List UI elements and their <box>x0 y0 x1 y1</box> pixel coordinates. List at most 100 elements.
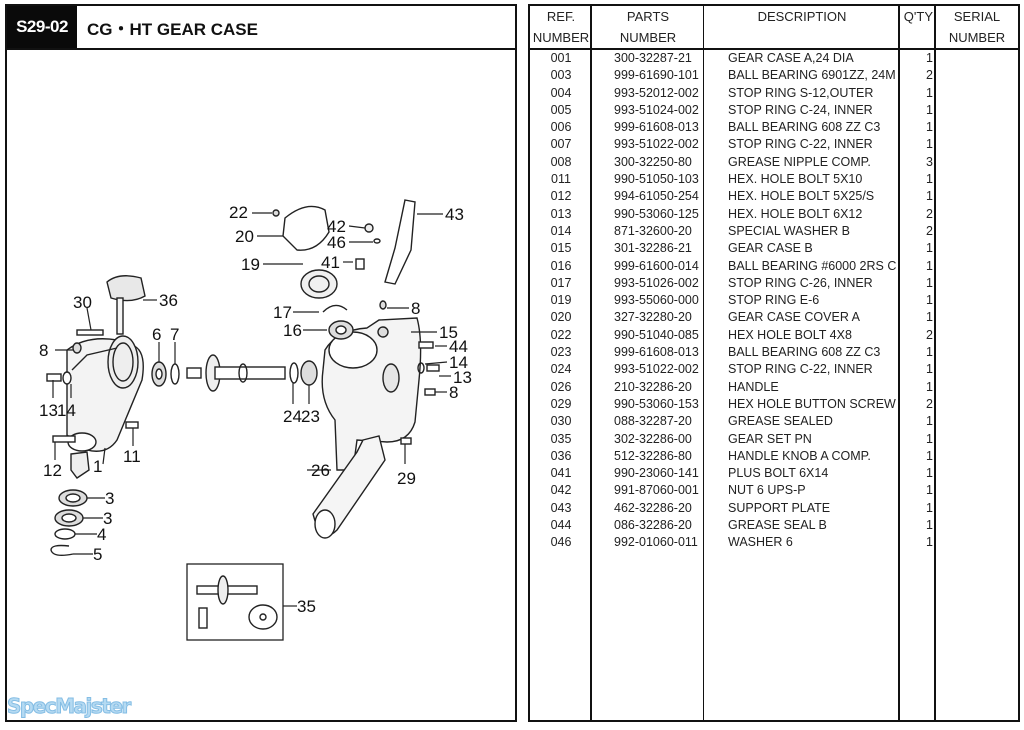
description-cell: SPECIAL WASHER B <box>728 223 851 238</box>
table-row: 017 993-51026-002 STOP RING C-26, INNER 1 <box>530 275 1018 292</box>
description-cell: GREASE NIPPLE COMP. <box>728 154 871 169</box>
qty-cell: 1 <box>926 535 933 550</box>
header-ref-line2: NUMBER <box>532 30 590 45</box>
parts-number-cell: 993-55060-000 <box>614 293 699 308</box>
callout-label: 8 <box>39 341 48 360</box>
ref-cell: 023 <box>550 345 572 360</box>
parts-number-cell: 300-32287-21 <box>614 51 692 65</box>
ref-cell: 022 <box>550 327 572 342</box>
qty-cell: 1 <box>926 448 933 463</box>
ref-cell: 001 <box>550 51 572 65</box>
ref-cell: 012 <box>550 189 572 204</box>
header-parts-number: PARTS NUMBER <box>592 6 704 48</box>
handle-drawing <box>312 435 386 539</box>
callout-label: 44 <box>449 337 468 356</box>
qty-cell: 1 <box>926 466 933 481</box>
ref-cell: 016 <box>550 258 572 273</box>
ref-cell: 007 <box>550 137 572 152</box>
parts-number-cell: 992-01060-011 <box>614 535 698 550</box>
ref-cell: 015 <box>550 241 572 256</box>
qty-cell: 1 <box>926 483 933 498</box>
qty-cell: 1 <box>926 275 933 290</box>
callout-label: 23 <box>301 407 320 426</box>
parts-number-cell: 990-23060-141 <box>614 466 699 481</box>
ref-cell: 017 <box>550 275 572 290</box>
column-qty <box>900 6 936 720</box>
callout-label: 30 <box>73 293 92 312</box>
qty-cell: 1 <box>926 85 933 100</box>
header-qty-line1: Q'TY <box>903 9 933 24</box>
qty-cell: 2 <box>926 223 933 238</box>
callout-leader-lines <box>52 212 451 607</box>
description-cell: HEX. HOLE BOLT 6X12 <box>728 206 863 221</box>
description-cell: HANDLE KNOB A COMP. <box>728 448 871 463</box>
header-serial: SERIAL NUMBER <box>936 6 1018 48</box>
callout-label: 5 <box>93 545 102 564</box>
description-cell: HEX HOLE BUTTON SCREW <box>728 396 896 411</box>
description-cell: GEAR CASE A,24 DIA <box>728 51 854 65</box>
ref-cell: 003 <box>550 68 572 83</box>
qty-cell: 1 <box>926 120 933 135</box>
parts-number-cell: 210-32286-20 <box>614 379 692 394</box>
callout-label: 22 <box>229 203 248 222</box>
qty-cell: 1 <box>926 414 933 429</box>
parts-number-cell: 994-61050-254 <box>614 189 699 204</box>
parts-number-cell: 993-51026-002 <box>614 275 699 290</box>
description-cell: HEX HOLE BOLT 4X8 <box>728 327 852 342</box>
qty-cell: 1 <box>926 189 933 204</box>
qty-cell: 1 <box>926 51 933 65</box>
description-cell: STOP RING C-22, INNER <box>728 137 873 152</box>
gear-case-a-drawing <box>66 335 144 452</box>
callout-label: 8 <box>449 383 458 402</box>
callout-label: 13 <box>453 368 472 387</box>
parts-number-cell: 301-32286-21 <box>614 241 692 256</box>
description-cell: GEAR CASE B <box>728 241 813 256</box>
parts-number-cell: 990-51050-103 <box>614 172 699 187</box>
callout-label: 41 <box>321 253 340 272</box>
ref-cell: 043 <box>550 500 572 515</box>
callout-label: 26 <box>311 461 330 480</box>
header-parts-line2: NUMBER <box>619 30 677 45</box>
callout-label: 24 <box>283 407 302 426</box>
parts-number-cell: 300-32250-80 <box>614 154 692 169</box>
qty-cell: 1 <box>926 172 933 187</box>
description-cell: STOP RING C-26, INNER <box>728 275 873 290</box>
qty-cell: 1 <box>926 518 933 533</box>
ref-cell: 044 <box>550 518 572 533</box>
parts-number-cell: 993-51024-002 <box>614 102 699 117</box>
qty-cell: 3 <box>926 154 933 169</box>
parts-number-cell: 993-52012-002 <box>614 85 699 100</box>
description-cell: SUPPORT PLATE <box>728 500 831 515</box>
title-bar: S29-02 CG・HT GEAR CASE <box>7 6 515 50</box>
callout-label: 6 <box>152 325 161 344</box>
description-cell: GREASE SEALED <box>728 414 833 429</box>
description-cell: BALL BEARING #6000 2RS C <box>728 258 897 273</box>
callout-label: 8 <box>411 299 420 318</box>
parts-number-cell: 991-87060-001 <box>614 483 699 498</box>
ref-cell: 019 <box>550 293 572 308</box>
callout-label: 46 <box>327 233 346 252</box>
callout-label: 3 <box>105 489 114 508</box>
callout-label: 36 <box>159 291 178 310</box>
callout-label: 35 <box>297 597 316 616</box>
column-parts-number <box>592 6 704 720</box>
description-cell: BALL BEARING 608 ZZ C3 <box>728 345 881 360</box>
watermark-logo: SpecMajster <box>7 694 132 719</box>
description-cell: GEAR CASE COVER A <box>728 310 860 325</box>
description-cell: HANDLE <box>728 379 779 394</box>
ref-cell: 013 <box>550 206 572 221</box>
callout-label: 17 <box>273 303 292 322</box>
parts-table: REF. NUMBER PARTS NUMBER DESCRIPTION Q'T… <box>528 4 1020 722</box>
qty-cell: 1 <box>926 379 933 394</box>
ref-cell: 008 <box>550 154 572 169</box>
parts-number-cell: 993-51022-002 <box>614 137 699 152</box>
callout-label: 15 <box>439 323 458 342</box>
